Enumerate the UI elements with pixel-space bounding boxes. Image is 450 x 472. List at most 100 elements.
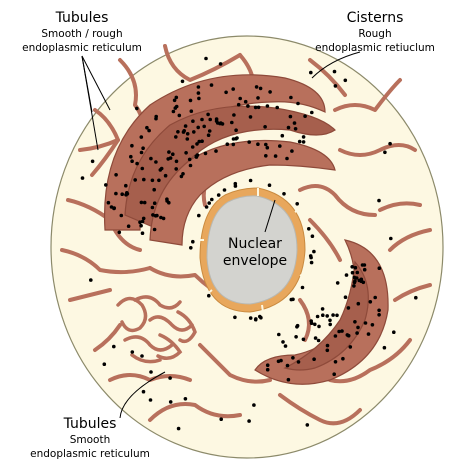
label-title: Tubules [63, 416, 117, 432]
ribosome-dot [130, 159, 134, 163]
ribosome-dot [370, 323, 375, 327]
ribosome-dot [291, 297, 295, 302]
ribosome-dot [325, 314, 330, 318]
ribosome-dot [368, 300, 373, 304]
ribosome-dot [117, 230, 122, 235]
ribosome-dot [141, 389, 146, 394]
ribosome-dot [161, 216, 166, 221]
ribosome-dot [355, 331, 359, 335]
ribosome-dot [154, 116, 158, 121]
ribosome-dot [312, 357, 316, 362]
ribosome-dot [184, 151, 188, 155]
ribosome-dot [252, 403, 256, 407]
ribosome-dot [168, 156, 173, 160]
ribosome-dot [155, 213, 159, 218]
smooth-er-cluster [116, 295, 197, 364]
ribosome-dot [185, 132, 190, 136]
ribosome-dot [382, 345, 387, 350]
ribosome-dot [333, 360, 338, 364]
ribosome-dot [333, 334, 338, 338]
ribosome-dot [189, 109, 194, 113]
nucleus [198, 187, 307, 313]
ribosome-dot [309, 319, 314, 323]
label-title: Tubules [55, 10, 109, 26]
ribosome-dot [283, 344, 288, 348]
ribosome-dot [414, 295, 418, 300]
ribosome-dot [139, 150, 144, 155]
ribosome-dot [307, 227, 311, 231]
ribosome-dot [308, 254, 313, 258]
ribosome-dot [256, 96, 260, 100]
ribosome-dot [224, 90, 228, 95]
ribosome-dot [313, 336, 318, 340]
ribosome-dot [89, 278, 93, 282]
ribosome-dot [106, 200, 111, 205]
ribosome-dot [206, 112, 210, 117]
ribosome-dot [281, 340, 285, 344]
ribosome-dot [293, 127, 298, 131]
ribosome-dot [366, 332, 371, 336]
label-tubules-bottom: Tubules Smooth endoplasmic reticulum [30, 416, 150, 460]
label-line: endoplasmic retiuclum [315, 42, 435, 54]
ribosome-dot [353, 265, 358, 270]
ribosome-dot [267, 183, 272, 187]
ribosome-dot [197, 96, 201, 101]
ribosome-dot [265, 367, 270, 372]
ribosome-dot [356, 301, 361, 306]
ribosome-dot [264, 142, 268, 147]
ribosome-dot [125, 192, 130, 196]
label-cisterns: Cisterns Rough endoplasmic retiuclum [315, 10, 435, 54]
ribosome-dot [216, 193, 221, 197]
label-line: endoplasmic reticulum [30, 448, 150, 460]
ribosome-dot [176, 130, 180, 134]
ribosome-dot [174, 159, 179, 164]
label-line: Nuclear [228, 236, 282, 252]
ribosome-dot [150, 205, 155, 210]
ribosome-dot [202, 124, 206, 129]
ribosome-dot [90, 159, 95, 164]
ribosome-dot [142, 177, 146, 182]
ribosome-dot [148, 398, 153, 402]
ribosome-dot [130, 350, 135, 354]
ribosome-dot [278, 144, 282, 148]
ribosome-dot [157, 178, 161, 183]
ribosome-dot [320, 307, 325, 311]
ribosome-dot [300, 285, 305, 290]
ribosome-dot [152, 201, 157, 205]
ribosome-dot [154, 160, 158, 164]
ribosome-dot [354, 276, 359, 280]
ribosome-dot [389, 236, 393, 241]
ribosome-dot [301, 135, 306, 139]
ribosome-dot [210, 197, 214, 202]
ribosome-dot [348, 345, 353, 349]
ribosome-dot [174, 135, 178, 139]
ribosome-dot [276, 359, 281, 364]
ribosome-dot [171, 152, 175, 156]
ribosome-dot [346, 333, 351, 338]
ribosome-dot [344, 273, 349, 277]
ribosome-dot [189, 246, 193, 250]
ribosome-dot [214, 117, 219, 121]
ribosome-dot [356, 325, 360, 330]
ribosome-dot [120, 192, 124, 196]
ribosome-dot [197, 213, 201, 218]
ribosome-dot [292, 121, 297, 125]
ribosome-dot [275, 105, 280, 110]
ribosome-dot [388, 141, 392, 146]
ribosome-dot [247, 419, 251, 423]
ribosome-dot [377, 308, 381, 313]
ribosome-dot [352, 284, 356, 288]
ribosome-dot [335, 281, 340, 285]
ribosome-dot [159, 215, 163, 220]
ribosome-dot [254, 85, 259, 89]
ribosome-dot [218, 62, 223, 66]
nuclear-pores [198, 188, 307, 313]
ribosome-dot [355, 270, 360, 275]
ribosome-dot [130, 143, 134, 148]
ribosome-dot [222, 188, 227, 192]
ribosome-dot [147, 128, 151, 133]
ribosome-dot [325, 343, 330, 348]
ribosome-dot [265, 363, 270, 368]
ribosome-dot [139, 200, 144, 205]
